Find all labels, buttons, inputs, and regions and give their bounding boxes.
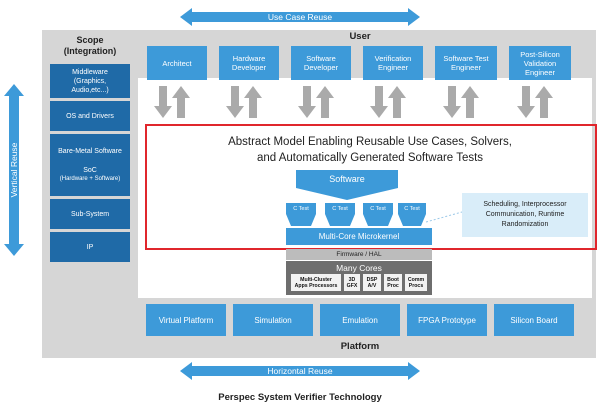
- core-3d-gfx: 3D GFX: [344, 274, 360, 291]
- vertical-reuse-arrow: Vertical Reuse: [4, 84, 24, 256]
- ctest-drops: [286, 211, 463, 226]
- scope-item-bare-metal: Bare-Metal Software: [58, 148, 122, 155]
- use-case-reuse-label: Use Case Reuse: [267, 12, 333, 22]
- scope-item-soc: Bare-Metal Software SoC (Hardware + Soft…: [50, 134, 130, 196]
- firmware-hal: Firmware / HAL: [286, 249, 432, 260]
- core-multi-cluster: Multi-Cluster Apps Processors: [291, 274, 341, 291]
- core-comm-procs: Comm Procs: [405, 274, 427, 291]
- ctest-block-2: C Test: [325, 203, 355, 214]
- scope-item-os-drivers: OS and Drivers: [50, 101, 130, 131]
- scheduling-note: Scheduling, Interprocessor Communication…: [462, 193, 588, 237]
- ctest-block-1: C Test: [286, 203, 316, 214]
- user-role-verification-engineer: Verification Engineer: [363, 46, 423, 80]
- use-case-reuse-arrow: Use Case Reuse: [180, 8, 420, 26]
- scope-item-subsystem: Sub-System: [50, 199, 130, 229]
- abstract-model-text: Abstract Model Enabling Reusable Use Cas…: [228, 136, 512, 164]
- user-arrows: [154, 86, 553, 118]
- double-arrow-icon: [180, 8, 420, 26]
- scope-item-ip: IP: [50, 232, 130, 262]
- user-title: User: [349, 31, 371, 42]
- software-down-arrow-icon: [296, 170, 398, 200]
- user-role-post-silicon-validation-engineer: Post-Silicon Validation Engineer: [509, 46, 571, 80]
- up-arrow-icon: [461, 86, 479, 118]
- software-label: Software: [329, 174, 365, 184]
- core-boot-proc: Boot Proc: [384, 274, 402, 291]
- platform-emulation: Emulation: [320, 304, 400, 336]
- horizontal-reuse-arrow: Horizontal Reuse: [180, 362, 420, 380]
- ctest-block-3: C Test: [363, 203, 393, 214]
- platform-title: Platform: [340, 341, 380, 352]
- vertical-double-arrow-icon: [4, 84, 24, 256]
- scope-item-middleware: Middleware (Graphics, Audio,etc...): [50, 64, 130, 98]
- many-cores-title: Many Cores: [336, 262, 382, 273]
- core-dsp-av: DSP A/V: [363, 274, 381, 291]
- up-arrow-icon: [388, 86, 406, 118]
- down-arrow-icon: [298, 86, 316, 118]
- down-arrow-icon: [370, 86, 388, 118]
- down-arrow-icon: [443, 86, 461, 118]
- caption: Perspec System Verifier Technology: [218, 392, 382, 403]
- down-arrow-icon: [154, 86, 172, 118]
- platform-fpga-prototype: FPGA Prototype: [407, 304, 487, 336]
- up-arrow-icon: [172, 86, 190, 118]
- up-arrow-icon: [535, 86, 553, 118]
- up-arrow-icon: [244, 86, 262, 118]
- platform-silicon-board: Silicon Board: [494, 304, 574, 336]
- horizontal-reuse-label: Horizontal Reuse: [267, 366, 333, 376]
- scope-item-soc-label: SoC (Hardware + Software): [59, 167, 121, 182]
- user-role-software-developer: Software Developer: [291, 46, 351, 80]
- multi-core-microkernel: Multi-Core Microkernel: [286, 228, 432, 245]
- down-arrow-icon: [517, 86, 535, 118]
- ctest-block-4: C Test: [398, 203, 426, 214]
- scope-title: Scope (Integration): [63, 35, 117, 56]
- software-arrow: Software: [296, 170, 398, 200]
- down-arrow-icon: [226, 86, 244, 118]
- user-role-hardware-developer: Hardware Developer: [219, 46, 279, 80]
- platform-virtual-platform: Virtual Platform: [146, 304, 226, 336]
- up-arrow-icon: [316, 86, 334, 118]
- user-role-software-test-engineer: Software Test Engineer: [435, 46, 497, 80]
- user-role-architect: Architect: [147, 46, 207, 80]
- platform-simulation: Simulation: [233, 304, 313, 336]
- double-arrow-icon: [180, 362, 420, 380]
